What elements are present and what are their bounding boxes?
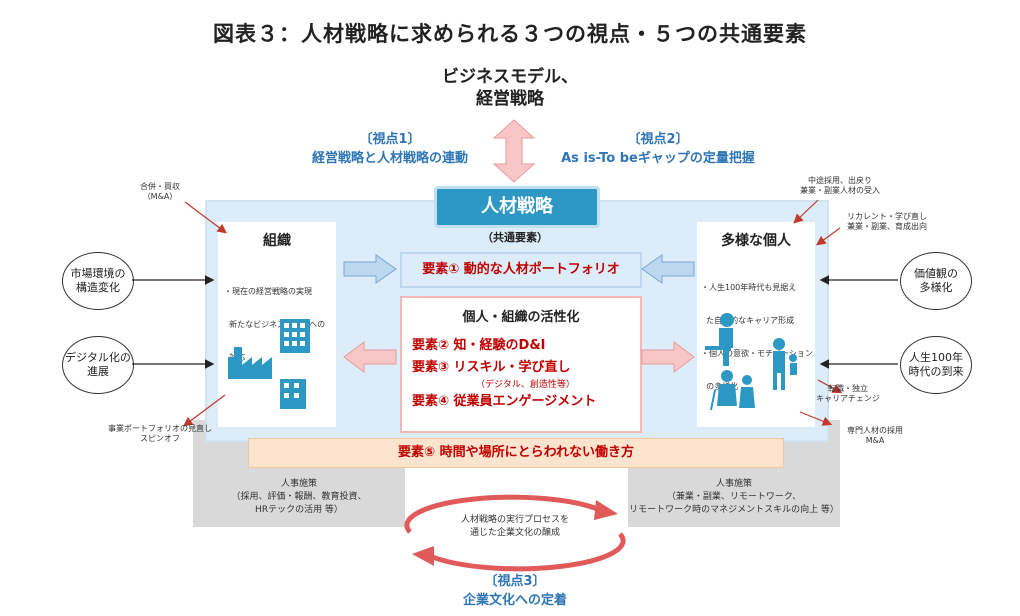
vertical-double-arrow xyxy=(492,119,536,183)
viewpoint-1-text: 経営戦略と人材戦略の連動 xyxy=(311,151,468,166)
element-1-text: 動的な人材ポートフォリオ xyxy=(463,262,620,277)
viewpoint-1-label: 〔視点1〕 xyxy=(359,132,421,147)
common-elements-label: （共通要素） xyxy=(482,231,548,244)
individuals-title: 多様な個人 xyxy=(721,233,791,249)
values-circle-l1: 価値観の xyxy=(914,267,958,280)
hr-measures-left-line1: （採用、評価・報酬、教育投資、 xyxy=(231,492,367,502)
element-1-tag: 要素① xyxy=(422,262,460,277)
arrow-ind-to-element1 xyxy=(641,254,695,284)
viewpoint-3-text: 企業文化への定着 xyxy=(462,593,567,608)
note-portfolio: 事業ポートフォリオの見直し スピンオフ xyxy=(100,424,220,444)
element-5-tag: 要素⑤ xyxy=(398,445,436,460)
note-recurrent-l1: リカレント・学び直し xyxy=(847,212,927,221)
market-circle-l1: 市場環境の xyxy=(70,267,126,280)
page-title: 図表３：人材戦略に求められる３つの視点・５つの共通要素 xyxy=(213,22,807,46)
culture-line2: 通じた企業文化の醸成 xyxy=(469,528,560,538)
element-4: 要素④ 従業員エンゲージメント xyxy=(412,391,640,413)
note-job-change-l2: キャリアチェンジ xyxy=(816,394,880,403)
element-1-box: 要素① 動的な人材ポートフォリオ xyxy=(400,252,642,288)
hr-measures-right-title: 人事施策 xyxy=(715,479,752,489)
viewpoint-2: 〔視点2〕 As is-To beギャップの定量把握 xyxy=(548,130,768,168)
people-icon xyxy=(705,313,797,411)
life100-circle: 人生100年時代の到来 xyxy=(900,336,972,394)
business-line1: ビジネスモデル、 xyxy=(442,67,578,87)
organization-title: 組織 xyxy=(263,233,291,249)
note-mid-career: 中途採用、出戻り 兼業・副業人材の受入 xyxy=(780,176,900,196)
arrow-activation-to-ind xyxy=(641,341,695,373)
note-specialist: 専門人材の採用 M&A xyxy=(830,426,920,446)
viewpoint-3: 〔視点3〕 企業文化への定着 xyxy=(410,572,620,610)
hr-measures-right-line1: （兼業・副業、リモートワーク、 xyxy=(666,492,802,502)
note-portfolio-l1: 事業ポートフォリオの見直し xyxy=(108,424,212,433)
ind-bullet-2: た自律的なキャリア形成 xyxy=(701,316,795,325)
culture-line1: 人材戦略の実行プロセスを xyxy=(460,515,569,525)
values-circle: 価値観の多様化 xyxy=(900,252,972,310)
note-recurrent-l2: 兼業・副業、育成出向 xyxy=(847,222,927,231)
organization-panel: 組織 ・現在の経営戦略の実現 新たなビジネスモデルへの 対応 xyxy=(218,222,336,427)
element-3: 要素③ リスキル・学び直し xyxy=(412,357,640,379)
life100-circle-l1: 人生100年 xyxy=(909,351,963,364)
viewpoint-2-label: 〔視点2〕 xyxy=(627,132,689,147)
business-line2: 経営戦略 xyxy=(476,89,544,109)
element-4-tag: 要素④ xyxy=(412,394,450,409)
hr-measures-left: 人事施策 （採用、評価・報酬、教育投資、 HRテックの活用 等） xyxy=(193,478,405,517)
note-ma-left: 合併・買収 （M&A） xyxy=(120,182,200,202)
note-specialist-l2: M&A xyxy=(865,436,885,445)
note-job-change: 転職・独立 キャリアチェンジ xyxy=(808,384,888,404)
digital-circle: デジタル化の進展 xyxy=(62,336,134,394)
note-portfolio-l2: スピンオフ xyxy=(140,434,180,443)
viewpoint-2-text: As is-To beギャップの定量把握 xyxy=(561,151,755,166)
note-recurrent: リカレント・学び直し 兼業・副業、育成出向 xyxy=(832,212,942,232)
org-bullet-2: 新たなビジネスモデルへの xyxy=(224,320,326,329)
arrow-activation-to-org xyxy=(343,341,397,373)
note-mid-career-l2: 兼業・副業人材の受入 xyxy=(800,186,880,195)
element-3-tag: 要素③ xyxy=(412,360,450,375)
life100-circle-l2: 時代の到来 xyxy=(908,365,964,378)
hr-measures-left-line2: HRテックの活用 等） xyxy=(255,505,343,515)
arrow-org-to-element1 xyxy=(343,254,397,284)
element-2: 要素② 知・経験のD&I xyxy=(412,335,640,357)
element-2-text: 知・経験のD&I xyxy=(453,338,546,353)
culture-text: 人材戦略の実行プロセスを 通じた企業文化の醸成 xyxy=(430,514,600,540)
hr-measures-left-title: 人事施策 xyxy=(280,479,317,489)
element-5-text: 時間や場所にとらわれない働き方 xyxy=(439,445,634,460)
hr-measures-right-line2: リモートワーク時のマネジメントスキルの向上 等） xyxy=(629,505,839,515)
element-4-text: 従業員エンゲージメント xyxy=(453,394,597,409)
digital-circle-l1: デジタル化の xyxy=(65,351,131,364)
hr-strategy-header: 人材戦略 xyxy=(434,186,600,228)
org-bullet-1: ・現在の経営戦略の実現 xyxy=(224,287,312,296)
market-change-circle: 市場環境の構造変化 xyxy=(62,252,134,310)
note-ma-left-l1: 合併・買収 xyxy=(140,182,180,191)
hr-measures-right: 人事施策 （兼業・副業、リモートワーク、 リモートワーク時のマネジメントスキルの… xyxy=(608,478,860,517)
buildings-icon xyxy=(228,319,310,409)
activation-box: 個人・組織の活性化 要素② 知・経験のD&I 要素③ リスキル・学び直し （デジ… xyxy=(400,296,642,433)
note-ma-left-l2: （M&A） xyxy=(142,192,178,201)
note-mid-career-l1: 中途採用、出戻り xyxy=(808,176,872,185)
viewpoint-3-label: 〔視点3〕 xyxy=(484,574,546,589)
values-circle-l2: 多様化 xyxy=(919,281,953,294)
business-model-label: ビジネスモデル、 経営戦略 xyxy=(430,66,590,110)
element-5-box: 要素⑤ 時間や場所にとらわれない働き方 xyxy=(248,438,784,468)
culture-cycle-arrows xyxy=(404,494,626,572)
ind-bullet-1: ・人生100年時代も見据え xyxy=(701,283,797,292)
note-specialist-l1: 専門人材の採用 xyxy=(847,426,903,435)
viewpoint-1: 〔視点1〕 経営戦略と人材戦略の連動 xyxy=(285,130,495,168)
market-circle-l2: 構造変化 xyxy=(76,281,120,294)
element-2-tag: 要素② xyxy=(412,338,450,353)
activation-title: 個人・組織の活性化 xyxy=(462,310,580,325)
activation-elements: 要素② 知・経験のD&I 要素③ リスキル・学び直し （デジタル、創造性等） 要… xyxy=(412,335,640,413)
ind-bullet-3: ・個人の意欲・モチベーション xyxy=(701,349,813,358)
individuals-panel: 多様な個人 ・人生100年時代も見据え た自律的なキャリア形成 ・個人の意欲・モ… xyxy=(697,222,815,427)
element-3-sub: （デジタル、創造性等） xyxy=(476,380,575,390)
element-3-text: リスキル・学び直し xyxy=(453,360,571,375)
note-job-change-l1: 転職・独立 xyxy=(828,384,868,393)
digital-circle-l2: 進展 xyxy=(87,365,109,378)
